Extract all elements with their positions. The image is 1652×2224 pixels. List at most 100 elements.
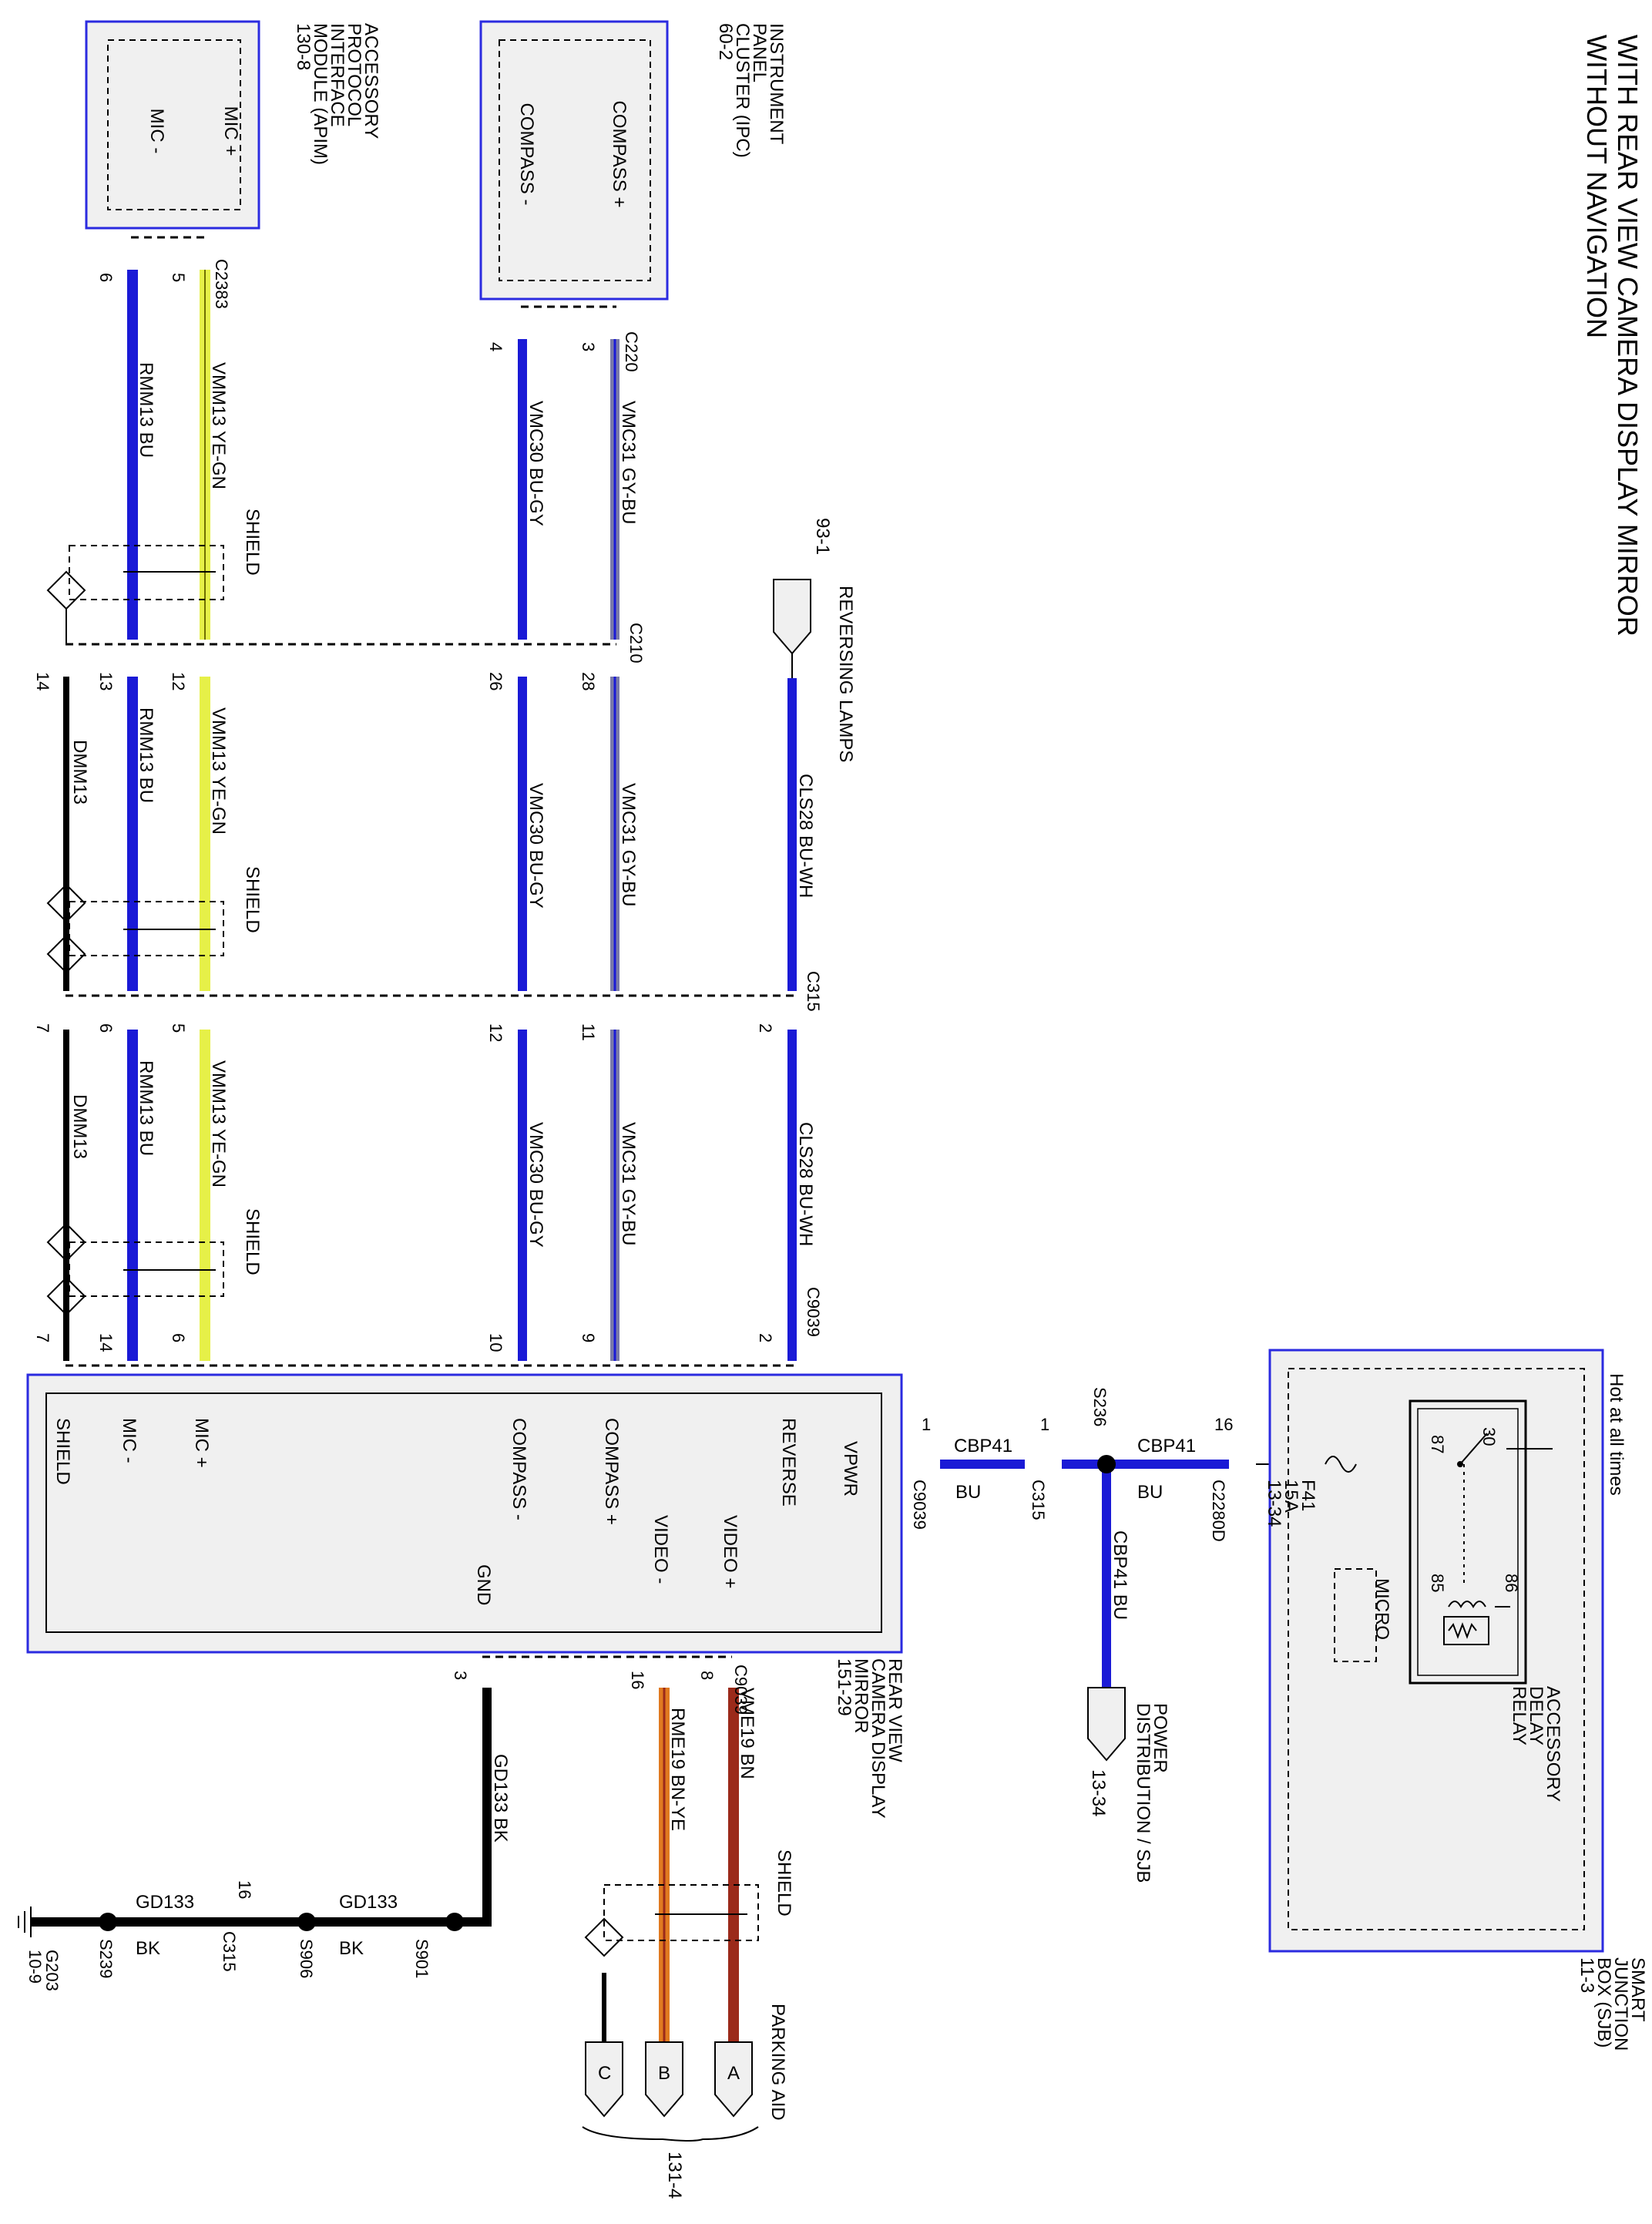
- label-vmc30-3: VMC30 BU-GY: [525, 1122, 546, 1248]
- label-gd133-v: GD133 BK: [490, 1754, 511, 1843]
- title-line-1: WITH REAR VIEW CAMERA DISPLAY MIRROR: [1612, 35, 1644, 637]
- pin-c315-2: 2: [756, 1023, 775, 1033]
- mirror-pin-video-plus: VIDEO +: [720, 1515, 740, 1588]
- pin-c210-12: 12: [169, 672, 188, 690]
- label-gd133-h1: GD133: [339, 1892, 398, 1913]
- sjb-name-4: 11-3: [1576, 1957, 1597, 1993]
- diagram-title: WITH REAR VIEW CAMERA DISPLAY MIRROR WIT…: [1581, 35, 1644, 637]
- ipc-name-1: INSTRUMENT: [766, 23, 787, 145]
- label-vmc31-2: VMC31 GY-BU: [618, 783, 639, 907]
- ipc-module: COMPASS + COMPASS - INSTRUMENT PANEL CLU…: [479, 20, 787, 301]
- label-cbp41-h2: CBP41: [1137, 1436, 1196, 1456]
- power-dist-ref: 13-34: [1088, 1769, 1109, 1816]
- mirror-pin-mic-plus: MIC +: [191, 1418, 212, 1468]
- label-bu-h2: BU: [1137, 1482, 1163, 1503]
- ground-g203-ref: 10-9: [25, 1950, 45, 1984]
- relay-name-2: DELAY: [1526, 1686, 1546, 1745]
- conn-c2383: C2383: [212, 259, 231, 309]
- splice-s236: S236: [1090, 1387, 1110, 1426]
- label-cbp41-v: CBP41 BU: [1110, 1530, 1130, 1620]
- pin-c315-5: 5: [169, 1023, 188, 1033]
- label-cls28-2: CLS28 BU-WH: [795, 1122, 816, 1246]
- label-vmc30-1: VMC30 BU-GY: [525, 401, 546, 526]
- label-bu-h1: BU: [955, 1482, 981, 1503]
- mirror-pin-reverse: REVERSE: [778, 1418, 799, 1507]
- pin-apim-5: 5: [169, 273, 188, 282]
- mirror-pin-shield: SHIELD: [52, 1418, 73, 1485]
- shield-label-3: SHIELD: [242, 1208, 263, 1275]
- splice-s239: S239: [96, 1939, 116, 1978]
- parking-pin-c: C: [598, 2063, 611, 2084]
- pin-c9039-2: 2: [756, 1333, 775, 1342]
- apim-pin-mic-plus: MIC +: [220, 106, 241, 156]
- label-rmm13-2: RMM13 BU: [136, 707, 156, 803]
- relay-pin-86: 86: [1502, 1574, 1521, 1592]
- label-rmm13-3: RMM13 BU: [136, 1060, 156, 1156]
- connector-lines: [65, 236, 794, 1658]
- label-vmm13-1: VMM13 YE-GN: [208, 362, 229, 489]
- label-cls28-1: CLS28 BU-WH: [795, 774, 816, 898]
- reversing-label: REVERSING LAMPS: [835, 586, 856, 762]
- pin-c9039-6: 6: [169, 1333, 188, 1342]
- shield-label-1: SHIELD: [242, 509, 263, 576]
- fuse-ref: 13-34: [1264, 1480, 1284, 1527]
- relay-name-1: ACCESSORY: [1543, 1686, 1563, 1802]
- label-vmm13-2: VMM13 YE-GN: [208, 707, 229, 835]
- sjb-name-1: SMART: [1627, 1957, 1648, 2022]
- mirror-pin-video-minus: VIDEO -: [650, 1515, 671, 1584]
- label-vmm13-3: VMM13 YE-GN: [208, 1060, 229, 1188]
- wires: [31, 270, 1593, 2042]
- pin-bottom-16: 16: [628, 1671, 647, 1689]
- apim-name-5: 130-8: [293, 23, 314, 70]
- parking-label: PARKING AID: [767, 2004, 788, 2121]
- label-vmc30-2: VMC30 BU-GY: [525, 783, 546, 909]
- mirror-pin-compass-plus: COMPASS +: [601, 1418, 622, 1525]
- shield-label-4: SHIELD: [774, 1849, 794, 1917]
- power-dist-2: DISTRIBUTION / SJB: [1133, 1703, 1153, 1883]
- ipc-name-4: 60-2: [715, 23, 736, 60]
- pin-ipc-4: 4: [486, 342, 505, 351]
- conn-c315-b: C315: [1029, 1480, 1048, 1520]
- pin-c210-13: 13: [96, 672, 116, 690]
- relay-pin-85: 85: [1428, 1574, 1447, 1592]
- pin-vpwr-1b: 1: [1040, 1415, 1049, 1434]
- apim-name-2: PROTOCOL: [344, 23, 364, 126]
- label-bk-h2: BK: [136, 1938, 160, 1959]
- fuse-f41: F41: [1298, 1480, 1318, 1511]
- pin-c210-14: 14: [33, 672, 52, 690]
- pin-c315-12: 12: [486, 1023, 505, 1042]
- pin-apim-6: 6: [96, 273, 116, 282]
- conn-c210: C210: [626, 623, 646, 664]
- pin-bottom-8: 8: [697, 1671, 717, 1680]
- parking-pin-b: B: [658, 2063, 670, 2084]
- sjb-module: MICRO 30 87 85 86 F41 15A 13-34 ACCESSOR…: [1264, 1349, 1648, 2051]
- pin-c315-6: 6: [96, 1023, 116, 1033]
- relay-pin-87: 87: [1428, 1435, 1447, 1453]
- parking-ref: 131-4: [664, 2152, 685, 2199]
- conn-c9039-b: C9039: [910, 1480, 929, 1530]
- pin-ipc-3: 3: [579, 342, 598, 351]
- reversing-ref: 93-1: [812, 518, 833, 555]
- parking-pin-a: A: [727, 2063, 740, 2084]
- mirror-name-2: CAMERA DISPLAY: [868, 1658, 888, 1819]
- pin-bottom-3: 3: [451, 1671, 470, 1680]
- conn-c9039: C9039: [804, 1287, 823, 1337]
- mirror-name-3: MIRROR: [851, 1658, 871, 1733]
- pin-numbers: 5 6 3 4 12 13 14 26 28 5 6 7 12 11 2 6 1…: [33, 273, 1233, 1899]
- splice-s901: S901: [412, 1939, 431, 1978]
- pin-c315-11: 11: [579, 1023, 598, 1041]
- sjb-hot: Hot at all times: [1606, 1373, 1627, 1496]
- pin-c315-7: 7: [33, 1023, 52, 1033]
- conn-c2280d: C2280D: [1209, 1480, 1228, 1542]
- mirror-name-4: 151-29: [834, 1658, 855, 1716]
- ipc-pin-compass-minus: COMPASS -: [516, 103, 537, 206]
- conn-c315: C315: [804, 971, 823, 1012]
- apim-name-3: INTERFACE: [327, 23, 348, 127]
- apim-pin-mic-minus: MIC -: [146, 109, 167, 154]
- label-vmc31-1: VMC31 GY-BU: [618, 401, 639, 525]
- parking-aid-connector: A B C PARKING AID 131-4: [582, 2004, 788, 2199]
- label-vme19: VME19 BN: [737, 1688, 757, 1779]
- label-bk-h1: BK: [339, 1938, 364, 1959]
